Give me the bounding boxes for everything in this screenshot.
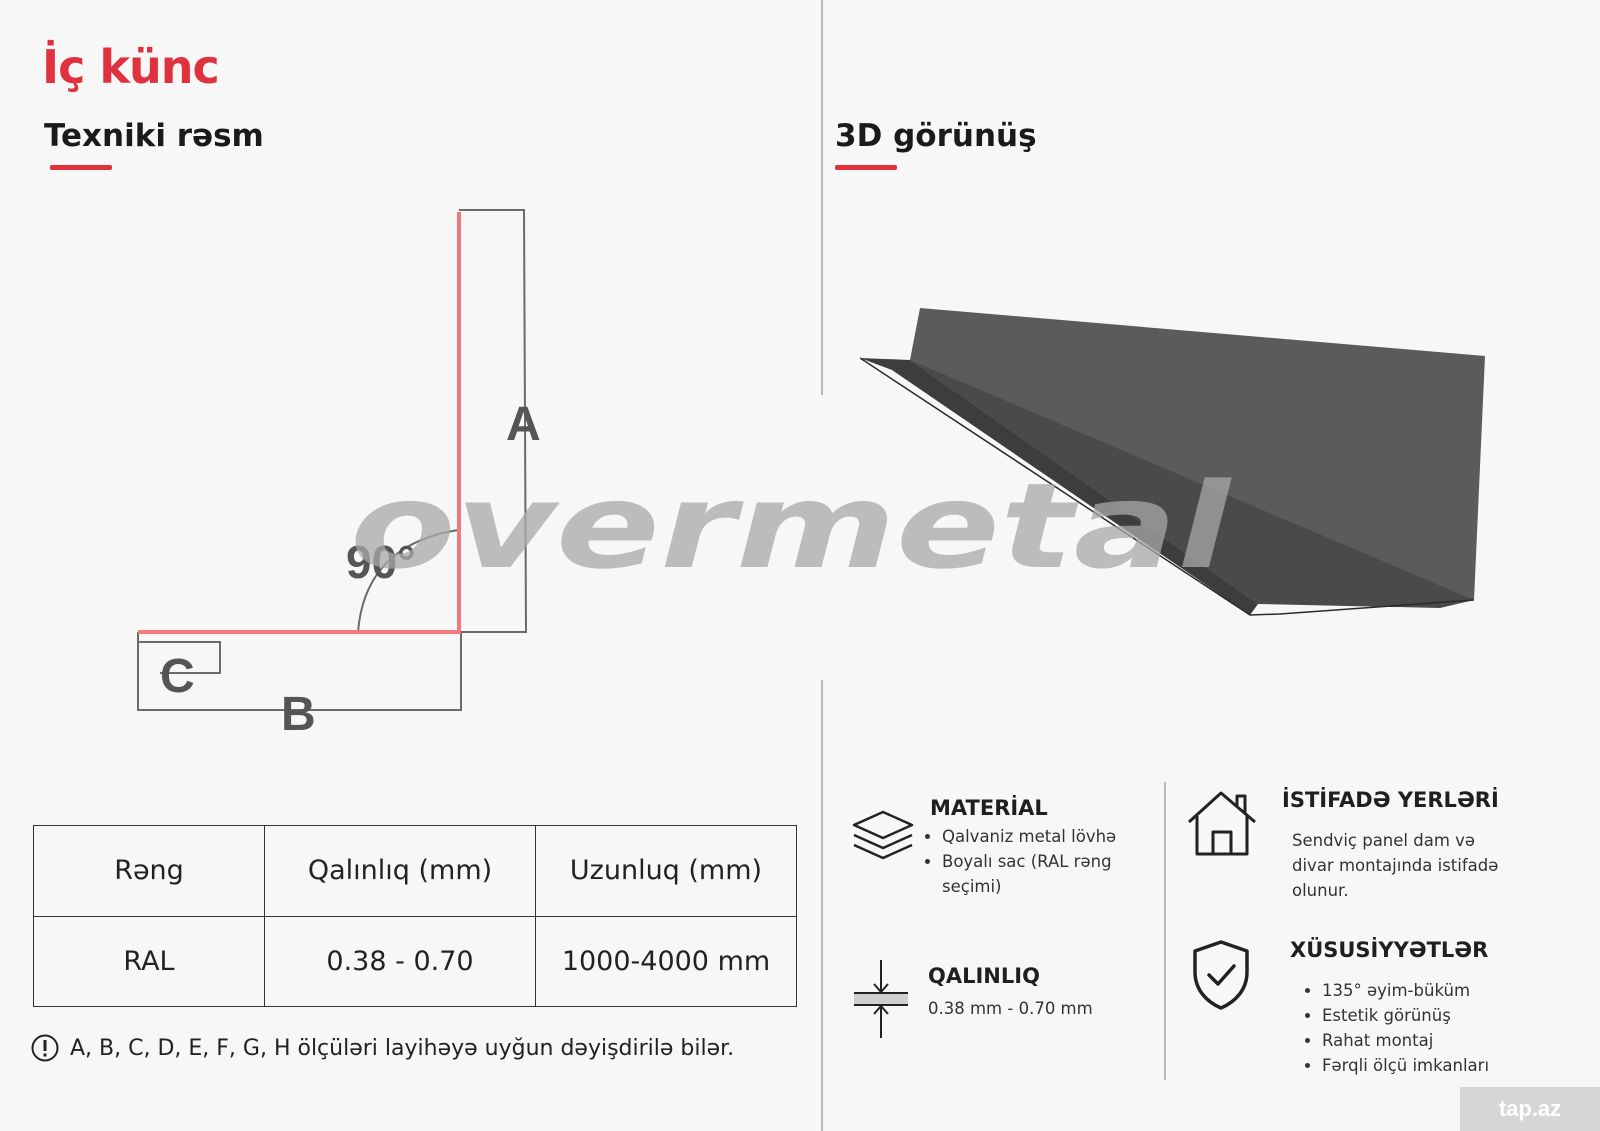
- table-cell: RAL: [33, 915, 265, 1007]
- spec-table: Rəng Qalınlıq (mm) Uzunluq (mm) RAL 0.38…: [33, 825, 797, 1007]
- divider: [1164, 782, 1166, 1080]
- profile-horizontal-flange: [860, 358, 1258, 615]
- usage-text: Sendviç panel dam və divar montajında is…: [1292, 831, 1499, 900]
- svg-text:overmetal: overmetal: [350, 457, 1232, 595]
- title-underline: [835, 165, 897, 170]
- technical-drawing: A B C 90°: [137, 209, 541, 741]
- c-dimension-line: [138, 641, 221, 674]
- angle-label: 90°: [346, 536, 416, 588]
- list-item: Qalvaniz metal lövhə: [942, 824, 1150, 849]
- technical-drawing-title: Texniki rəsm: [44, 118, 264, 154]
- thickness-text: 0.38 mm - 0.70 mm: [928, 999, 1093, 1018]
- table-header-cell: Qalınlıq (mm): [264, 825, 536, 917]
- profile-3d-render: [860, 308, 1485, 616]
- divider: [821, 680, 823, 1131]
- features-title: XÜSUSİYYƏTLƏR: [1290, 938, 1489, 962]
- table-header-cell: Uzunluq (mm): [535, 825, 797, 917]
- dimension-note: A, B, C, D, E, F, G, H ölçüləri layihəyə…: [30, 1033, 734, 1063]
- thickness-title: QALINLIQ: [928, 964, 1040, 988]
- label-c: C: [160, 650, 195, 703]
- profile-line: [138, 212, 461, 634]
- list-item: Rahat montaj: [1322, 1028, 1530, 1053]
- table-cell: 1000-4000 mm: [535, 915, 797, 1007]
- features-list: 135° əyim-büküm Estetik görünüş Rahat mo…: [1300, 978, 1530, 1078]
- table-cell: 0.38 - 0.70: [264, 915, 536, 1007]
- title-underline: [50, 165, 112, 170]
- view3d-title: 3D görünüş: [835, 118, 1037, 154]
- table-header-cell: Rəng: [33, 825, 265, 917]
- note-text: A, B, C, D, E, F, G, H ölçüləri layihəyə…: [70, 1035, 735, 1061]
- angle-arc: [357, 529, 459, 633]
- brand-watermark: overmetal: [350, 457, 1232, 595]
- list-item: Boyalı sac (RAL rəng seçimi): [942, 849, 1150, 899]
- label-a: A: [506, 398, 541, 451]
- profile-vertical-flange: [910, 308, 1485, 604]
- list-item: Estetik görünüş: [1322, 1003, 1530, 1028]
- list-item: 135° əyim-büküm: [1322, 978, 1530, 1003]
- shield-check-icon: [1193, 940, 1249, 1010]
- label-b: B: [281, 688, 316, 741]
- site-watermark: tap.az: [1460, 1087, 1600, 1131]
- material-title: MATERİAL: [930, 796, 1048, 820]
- thickness-icon: [854, 960, 908, 1038]
- warning-icon: [31, 1034, 59, 1062]
- table-row: RAL 0.38 - 0.70 1000-4000 mm: [33, 915, 797, 1007]
- layers-icon: [852, 810, 914, 860]
- divider: [821, 0, 823, 395]
- material-list: Qalvaniz metal lövhə Boyalı sac (RAL rən…: [920, 824, 1150, 899]
- usage-title: İSTİFADƏ YERLƏRİ: [1282, 788, 1499, 812]
- table-header-row: Rəng Qalınlıq (mm) Uzunluq (mm): [33, 825, 797, 917]
- house-icon: [1187, 791, 1256, 856]
- page-title: İç künc: [42, 40, 220, 94]
- list-item: Fərqli ölçü imkanları: [1322, 1053, 1530, 1078]
